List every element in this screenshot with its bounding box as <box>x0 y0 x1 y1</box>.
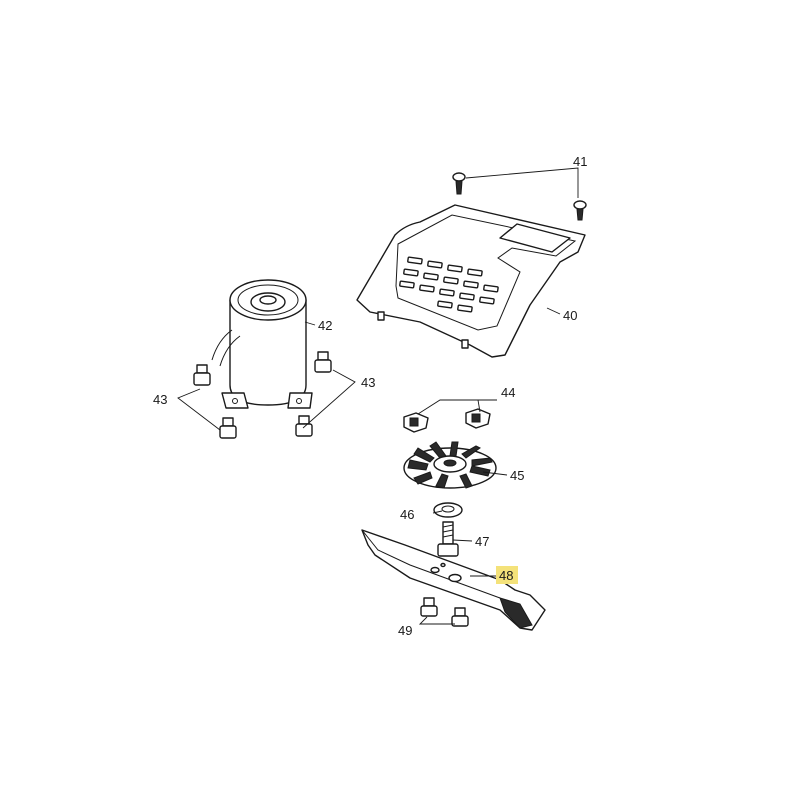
callout-label-47: 47 <box>475 534 489 549</box>
callout-label-43-left: 43 <box>153 392 167 407</box>
screw-part-41-right <box>573 200 587 221</box>
callout-label-44: 44 <box>501 385 515 400</box>
bolt-part-47 <box>437 521 459 557</box>
callout-label-42: 42 <box>318 318 332 333</box>
nut-part-44-left <box>403 412 429 433</box>
callout-48-highlight <box>496 566 518 584</box>
callout-label-40: 40 <box>563 308 577 323</box>
callout-label-46: 46 <box>400 507 414 522</box>
callout-label-48: 48 <box>499 568 513 583</box>
callout-label-45: 45 <box>510 468 524 483</box>
screw-part-41-left <box>452 172 466 195</box>
bolt-part-49-right <box>451 607 469 627</box>
callout-label-49: 49 <box>398 623 412 638</box>
callout-label-43-right: 43 <box>361 375 375 390</box>
bolt-part-49-left <box>420 597 438 617</box>
callout-label-41: 41 <box>573 154 587 169</box>
motor-part-42 <box>211 279 313 409</box>
bolt-part-43-top-left <box>193 364 211 386</box>
fan-part-45 <box>403 441 497 489</box>
bolt-part-43-bottom-right <box>295 415 313 437</box>
cover-vent-slots <box>399 256 499 313</box>
nut-part-44-right <box>465 408 491 429</box>
washer-part-46 <box>433 502 463 518</box>
motor-cover-part-40 <box>356 204 586 358</box>
bolt-part-43-bottom-left <box>219 417 237 439</box>
bolt-part-43-top-right <box>314 351 332 373</box>
